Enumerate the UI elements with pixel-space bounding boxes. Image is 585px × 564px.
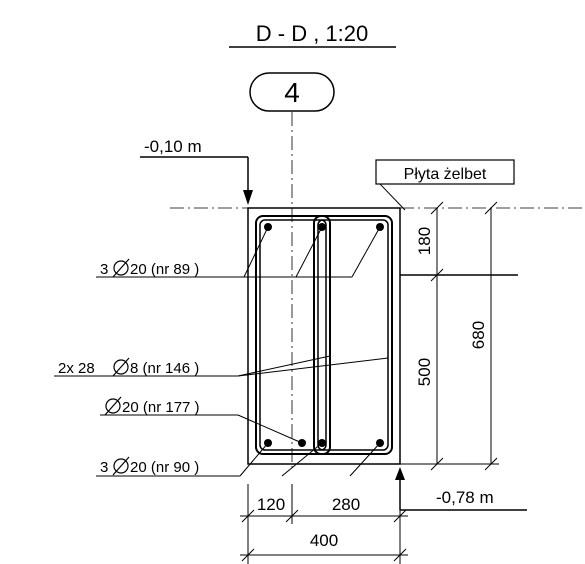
callout-stirrups-count: 2x 28 <box>58 360 95 377</box>
bottom-level-label: -0,78 m <box>436 488 494 507</box>
callout-stirrups-text: 8 (nr 146 ) <box>130 360 199 377</box>
callout-bottom-bars-count: 3 <box>100 459 108 476</box>
diameter-icon <box>112 357 130 377</box>
callout-stirrups: 2x 28 8 (nr 146 ) <box>54 355 389 377</box>
dimension-total-width-value: 400 <box>310 531 338 550</box>
slab-label-leader <box>379 183 406 211</box>
dimension-total-height: 680 <box>445 201 499 471</box>
top-level-label: -0,10 m <box>144 137 202 156</box>
callout-bottom-bars-text: 20 (nr 90 ) <box>130 459 199 476</box>
dimension-web-height-value: 500 <box>415 358 434 386</box>
callout-top-bars-count: 3 <box>100 261 108 278</box>
stirrup-right <box>313 215 393 455</box>
slab-label-box <box>375 159 515 185</box>
dimension-slab-thickness: 180 <box>415 201 444 282</box>
axis-marker-number: 4 <box>284 77 300 108</box>
dimension-parts: 120 280 <box>240 484 408 564</box>
diameter-icon <box>112 456 130 476</box>
bottom-level-arrow <box>395 467 405 480</box>
dimension-right-part-value: 280 <box>332 495 360 514</box>
callout-middle-bar-text: 20 (nr 177 ) <box>122 399 200 416</box>
diameter-icon <box>112 258 130 278</box>
stirrup-left <box>255 215 331 455</box>
callout-top-bars: 3 20 (nr 89 ) <box>96 226 381 278</box>
section-title: D - D , 1:20 <box>256 21 368 46</box>
callout-middle-bar: 20 (nr 177 ) <box>100 396 303 444</box>
diameter-icon <box>104 396 122 416</box>
callout-bottom-bars: 3 20 (nr 90 ) <box>96 442 381 477</box>
dimension-total-height-value: 680 <box>469 321 488 349</box>
dimension-total-width: 400 <box>240 531 408 562</box>
callout-top-bars-text: 20 (nr 89 ) <box>130 261 199 278</box>
dimension-left-part-value: 120 <box>257 495 285 514</box>
axis-marker-bubble <box>249 72 335 112</box>
dimension-web-height: 500 <box>400 275 445 471</box>
dimension-slab-thickness-value: 180 <box>415 227 434 255</box>
beam-outline <box>247 207 401 465</box>
slab-label: Płyta żelbet <box>404 166 487 183</box>
top-level-arrow <box>243 190 253 205</box>
